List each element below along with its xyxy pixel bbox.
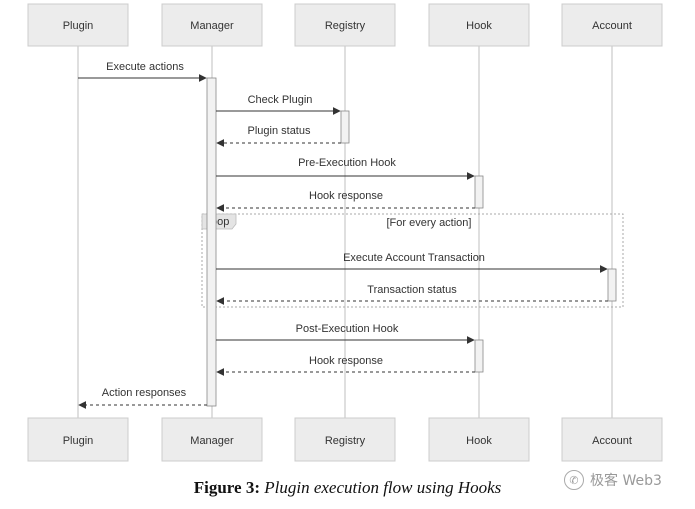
message-label-hook-response-1: Hook response [309,190,383,202]
message-label-pre-execution-hook: Pre-Execution Hook [298,157,396,169]
participant-box-plugin-top [27,3,129,47]
message-label-action-responses: Action responses [102,387,187,399]
activation-hook-post [474,339,484,373]
figure-caption: Figure 3: Plugin execution flow using Ho… [0,478,695,498]
participant-label-plugin-top: Plugin [63,20,94,32]
wechat-logo-icon: ✆ [564,470,584,490]
participant-label-account-top: Account [592,20,632,32]
message-label-hook-response-2: Hook response [309,355,383,367]
message-label-plugin-status: Plugin status [248,125,311,137]
loop-fragment [201,213,624,308]
message-label-execute-actions: Execute actions [106,61,184,73]
message-label-check-plugin: Check Plugin [248,94,313,106]
watermark-text: 极客 Web3 [590,473,662,489]
activation-manager [206,77,217,407]
message-label-post-execution-hook: Post-Execution Hook [296,323,399,335]
participant-box-account-top [561,3,663,47]
message-label-execute-account-transaction: Execute Account Transaction [343,252,485,264]
participant-label-registry-bottom: Registry [325,435,366,447]
figure-caption-label: Figure 3: [193,478,260,497]
figure-caption-text: Plugin execution flow using Hooks [264,478,502,497]
participant-label-hook-top: Hook [466,20,492,32]
participant-box-registry-top [294,3,396,47]
sequence-diagram: loop [For every action] Execute actions … [27,3,663,462]
participant-box-hook-bottom [428,417,530,462]
message-label-transaction-status: Transaction status [367,284,457,296]
participant-box-plugin-bottom [27,417,129,462]
participant-label-registry-top: Registry [325,20,366,32]
activation-account [607,268,617,302]
participant-label-manager-bottom: Manager [190,435,234,447]
activation-registry [340,110,350,144]
watermark: ✆ 极客 Web3 [564,469,686,491]
activation-hook-pre [474,175,484,209]
participant-box-hook-top [428,3,530,47]
participant-label-plugin-bottom: Plugin [63,435,94,447]
participant-box-manager-bottom [161,417,263,462]
participant-label-manager-top: Manager [190,20,234,32]
participant-label-account-bottom: Account [592,435,632,447]
participant-box-account-bottom [561,417,663,462]
participant-box-manager-top [161,3,263,47]
participant-label-hook-bottom: Hook [466,435,492,447]
participant-box-registry-bottom [294,417,396,462]
loop-condition: [For every action] [387,217,472,229]
